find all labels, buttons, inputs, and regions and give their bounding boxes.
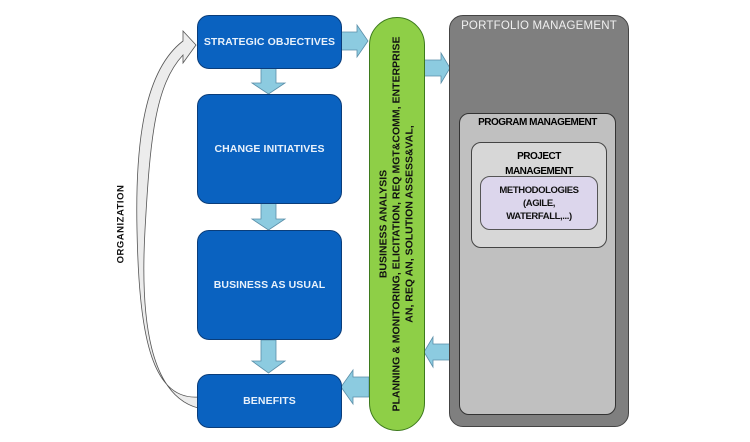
- arrow-right-to-ba: [340, 23, 369, 59]
- project-management-title: PROJECT MANAGEMENT: [471, 149, 607, 179]
- business-analysis-text: BUSINESS ANALYSIS PLANNING & MONITORING,…: [378, 24, 417, 424]
- program-management-title: PROGRAM MANAGEMENT: [478, 117, 597, 128]
- change-initiatives-box: CHANGE INITIATIVES: [197, 94, 342, 204]
- project-title-line1: PROJECT: [517, 151, 561, 162]
- methodologies-line3: WATERFALL,...): [506, 210, 572, 222]
- business-analysis-line2: AN, REQ AN, SOLUTION ASSESS&VAL,: [403, 125, 416, 323]
- benefits-label: BENEFITS: [243, 395, 296, 407]
- methodologies-box: METHODOLOGIES (AGILE, WATERFALL,...): [480, 176, 598, 230]
- business-analysis-title: BUSINESS ANALYSIS: [377, 169, 390, 279]
- feedback-loop-arrow: [136, 29, 199, 409]
- change-initiatives-label: CHANGE INITIATIVES: [214, 143, 325, 155]
- strategic-objectives-label: STRATEGIC OBJECTIVES: [203, 36, 336, 48]
- methodologies-line1: METHODOLOGIES: [499, 184, 579, 196]
- business-as-usual-box: BUSINESS AS USUAL: [197, 230, 342, 340]
- project-title-line2: MANAGEMENT: [505, 166, 573, 177]
- arrow-down-2: [250, 202, 287, 231]
- business-as-usual-label: BUSINESS AS USUAL: [213, 279, 326, 291]
- portfolio-management-title: PORTFOLIO MANAGEMENT: [461, 20, 617, 32]
- arrow-down-3: [250, 339, 287, 374]
- methodologies-line2: (AGILE,: [522, 197, 556, 209]
- strategic-objectives-box: STRATEGIC OBJECTIVES: [197, 15, 342, 69]
- arrow-right-to-portfolio: [423, 51, 451, 85]
- benefits-box: BENEFITS: [197, 374, 342, 428]
- arrow-down-1: [250, 67, 287, 95]
- organization-label: ORGANIZATION: [115, 184, 127, 264]
- business-analysis-line1: PLANNING & MONITORING, ELICITATION, REQ …: [390, 36, 403, 412]
- business-analysis-pill: [369, 17, 425, 431]
- arrow-left-from-portfolio: [423, 335, 451, 369]
- arrow-left-to-benefits: [340, 368, 370, 406]
